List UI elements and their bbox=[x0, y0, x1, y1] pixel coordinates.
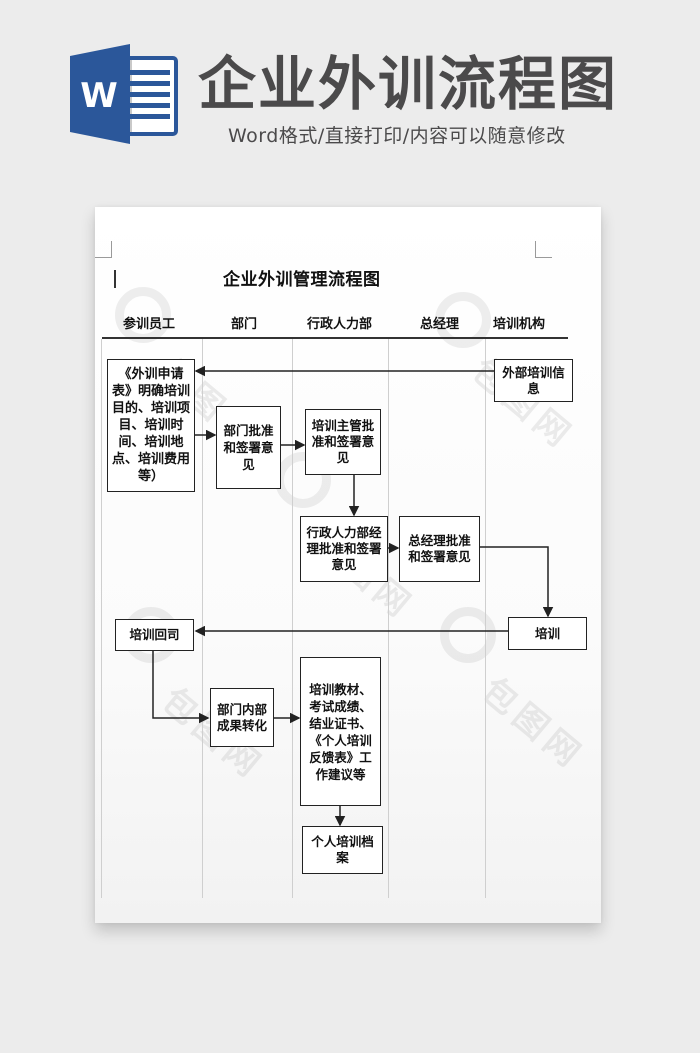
lane-header-hr: 行政人力部 bbox=[307, 317, 373, 332]
flow-box-external-info: 外部培训信息 bbox=[494, 359, 573, 402]
flow-box-archive: 个人培训档案 bbox=[302, 826, 383, 874]
lane-divider bbox=[485, 339, 486, 898]
banner-subtitle: Word格式/直接打印/内容可以随意修改 bbox=[228, 125, 566, 147]
margin-corner-top-left bbox=[95, 241, 112, 258]
banner-title: 企业外训流程图 bbox=[198, 50, 619, 118]
flow-box-dept-transform: 部门内部成果转化 bbox=[210, 688, 274, 747]
lane-header-gm: 总经理 bbox=[420, 317, 460, 332]
word-logo-letter: W bbox=[80, 76, 118, 116]
text-cursor bbox=[114, 270, 116, 288]
flow-box-return: 培训回司 bbox=[115, 619, 194, 651]
lane-divider bbox=[202, 339, 203, 898]
flow-box-training-supervisor: 培训主管批准和签署意见 bbox=[305, 409, 381, 475]
margin-corner-top-right bbox=[535, 241, 552, 258]
watermark-logo bbox=[440, 607, 496, 663]
flow-box-dept-approve: 部门批准和签署意见 bbox=[216, 406, 281, 489]
lane-divider bbox=[292, 339, 293, 898]
flow-box-application: 《外训申请表》明确培训目的、培训项目、培训时间、培训地点、培训费用等） bbox=[107, 359, 195, 492]
lane-divider bbox=[101, 339, 102, 898]
lane-header-trainee: 参训员工 bbox=[123, 317, 176, 332]
document-page: 包图网 包图网 包图网 包图网 包图网 企业外训管理流程图 参训员工 部门 行政… bbox=[95, 207, 601, 923]
flow-box-gm-approve: 总经理批准和签署意见 bbox=[399, 516, 480, 582]
header-divider bbox=[102, 337, 568, 339]
lane-header-institution: 培训机构 bbox=[493, 317, 546, 332]
lane-header-department: 部门 bbox=[231, 317, 258, 332]
flow-box-hr-manager: 行政人力部经理批准和签署意见 bbox=[300, 516, 388, 582]
watermark-text: 包图网 bbox=[473, 670, 592, 779]
flow-box-materials: 培训教材、考试成绩、结业证书、《个人培训反馈表》工作建议等 bbox=[300, 657, 381, 806]
word-logo-icon: W bbox=[70, 44, 178, 144]
lane-divider bbox=[388, 339, 389, 898]
flow-box-training: 培训 bbox=[508, 617, 587, 650]
document-title: 企业外训管理流程图 bbox=[223, 270, 381, 290]
